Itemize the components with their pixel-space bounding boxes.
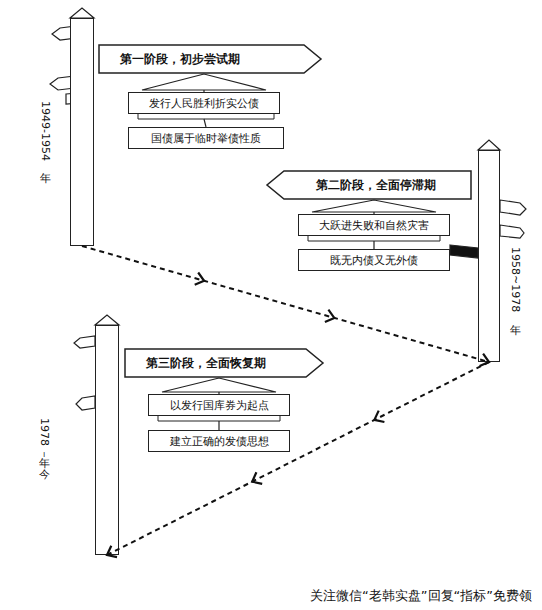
board-text: 建立正确的发债思想 xyxy=(170,434,269,449)
sign-outline xyxy=(125,349,323,377)
connector xyxy=(138,114,274,127)
board-text: 大跃进失败和自然灾害 xyxy=(319,218,429,233)
connector xyxy=(308,236,440,249)
link-line xyxy=(373,241,374,249)
period-label: 1949-1954 年 xyxy=(37,101,52,164)
board-text: 发行人民胜利折实公债 xyxy=(149,96,259,111)
direction-chevron xyxy=(252,472,262,484)
bracket xyxy=(138,114,274,119)
bracket xyxy=(158,416,280,421)
connector xyxy=(162,378,276,394)
stage-sign: 第二阶段，全面停滞期 xyxy=(266,170,472,200)
board-text: 国债属于临时举债性质 xyxy=(151,131,261,146)
text-board: 发行人民胜利折实公债 xyxy=(128,92,280,114)
board-text: 既无内债又无外债 xyxy=(330,253,418,268)
stage-sign: 第三阶段，全面恢复期 xyxy=(124,348,324,378)
direction-chevron xyxy=(195,273,204,285)
hanger-triangle xyxy=(162,378,276,392)
text-board: 国债属于临时举债性质 xyxy=(128,127,284,149)
blank-board xyxy=(500,200,526,215)
pole-tip xyxy=(95,315,119,325)
watermark: 关注微信“老韩实盘”回复“指标”免费领 xyxy=(308,587,534,605)
text-board: 大跃进失败和自然灾害 xyxy=(298,214,450,236)
connector xyxy=(142,74,266,92)
signpost-pole: 1958~1978 年 xyxy=(478,150,500,362)
link-line xyxy=(218,421,219,430)
stage-title: 第二阶段，全面停滞期 xyxy=(316,178,436,193)
stage-sign: 第一阶段，初步尝试期 xyxy=(98,44,322,74)
text-board: 以发行国库券为起点 xyxy=(148,394,290,416)
blank-board xyxy=(74,336,95,348)
hanger-triangle xyxy=(312,200,436,212)
connector xyxy=(312,200,436,214)
connector xyxy=(82,246,489,366)
pole-tip xyxy=(70,8,94,18)
hanger-triangle xyxy=(142,74,266,90)
signpost-pole: 1978 年－今 xyxy=(95,325,119,555)
text-board: 既无内债又无外债 xyxy=(298,249,450,271)
stage-title: 第一阶段，初步尝试期 xyxy=(120,52,240,67)
link-line xyxy=(204,119,206,127)
pole-tip xyxy=(478,140,500,150)
connector xyxy=(107,362,489,557)
signpost-pole: 1949-1954 年 xyxy=(70,18,94,246)
timeline-dash xyxy=(82,246,489,362)
stage-title: 第三阶段，全面恢复期 xyxy=(146,356,266,371)
sign-outline xyxy=(99,45,321,73)
sign-outline xyxy=(267,171,471,199)
period-label: 1958~1978 年 xyxy=(507,247,522,316)
board-text: 以发行国库券为起点 xyxy=(170,398,269,413)
text-board: 建立正确的发债思想 xyxy=(148,430,290,452)
bracket xyxy=(308,236,440,241)
dark-board xyxy=(450,245,478,258)
blank-board xyxy=(76,396,95,410)
direction-chevron xyxy=(374,411,384,422)
timeline-dash xyxy=(107,362,489,555)
direction-chevron xyxy=(325,310,334,322)
period-label: 1978 年－今 xyxy=(36,418,51,461)
connector xyxy=(158,416,280,430)
blank-board xyxy=(500,225,524,238)
